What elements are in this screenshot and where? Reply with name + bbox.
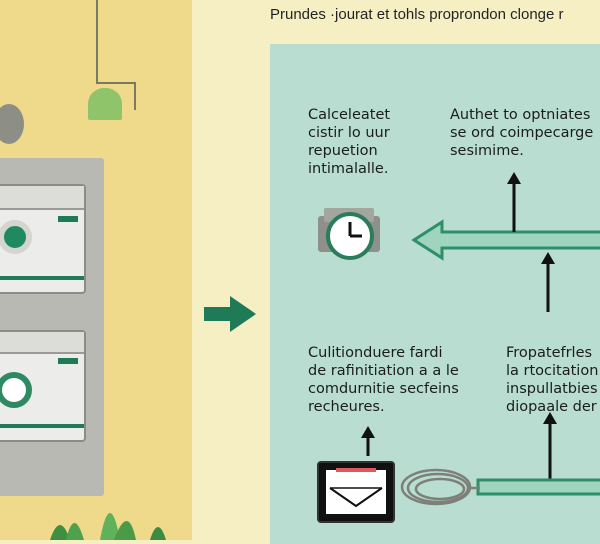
diagram-connectors	[317, 172, 600, 523]
machine-lid	[0, 186, 84, 210]
wire-drop	[134, 82, 136, 110]
right-arrow-icon	[204, 296, 256, 332]
washing-machine-icon	[0, 330, 86, 442]
cable-coil-icon	[400, 468, 480, 506]
washing-machine-icon	[0, 184, 86, 294]
note-bottom-right: Fropatefrles la rtocitation inspullatbie…	[506, 345, 599, 415]
machine-lid	[0, 332, 84, 354]
machine-stripe	[0, 424, 84, 428]
wall-knob-icon	[0, 104, 24, 144]
process-diagram: Calceleatet cistir lo uur repuetion inti…	[270, 44, 600, 544]
note-top-left: Calceleatet cistir lo uur repuetion inti…	[308, 107, 391, 177]
machine-dial	[0, 372, 32, 408]
machine-indicator	[58, 358, 78, 364]
wire-vertical	[96, 0, 98, 84]
machine-dial	[0, 220, 32, 254]
left-illustration-panel	[0, 0, 192, 540]
connector-bottom	[476, 478, 600, 496]
machine-indicator	[58, 216, 78, 222]
page-title: Prundes ·jourat et tohls proprondon clon…	[270, 6, 564, 23]
note-top-right: Authet to optniates se ord coimpecarge s…	[450, 107, 594, 159]
sensor-dome-icon	[88, 88, 122, 120]
connector-arrow-left	[411, 219, 600, 261]
clock-icon	[318, 208, 380, 260]
envelope-icon	[317, 461, 395, 523]
machine-stripe	[0, 276, 84, 280]
note-bottom-left: Culitionduere fardi de rafinitiation a a…	[308, 345, 459, 415]
wire-horizontal	[96, 82, 136, 84]
plant-icon	[50, 513, 166, 540]
